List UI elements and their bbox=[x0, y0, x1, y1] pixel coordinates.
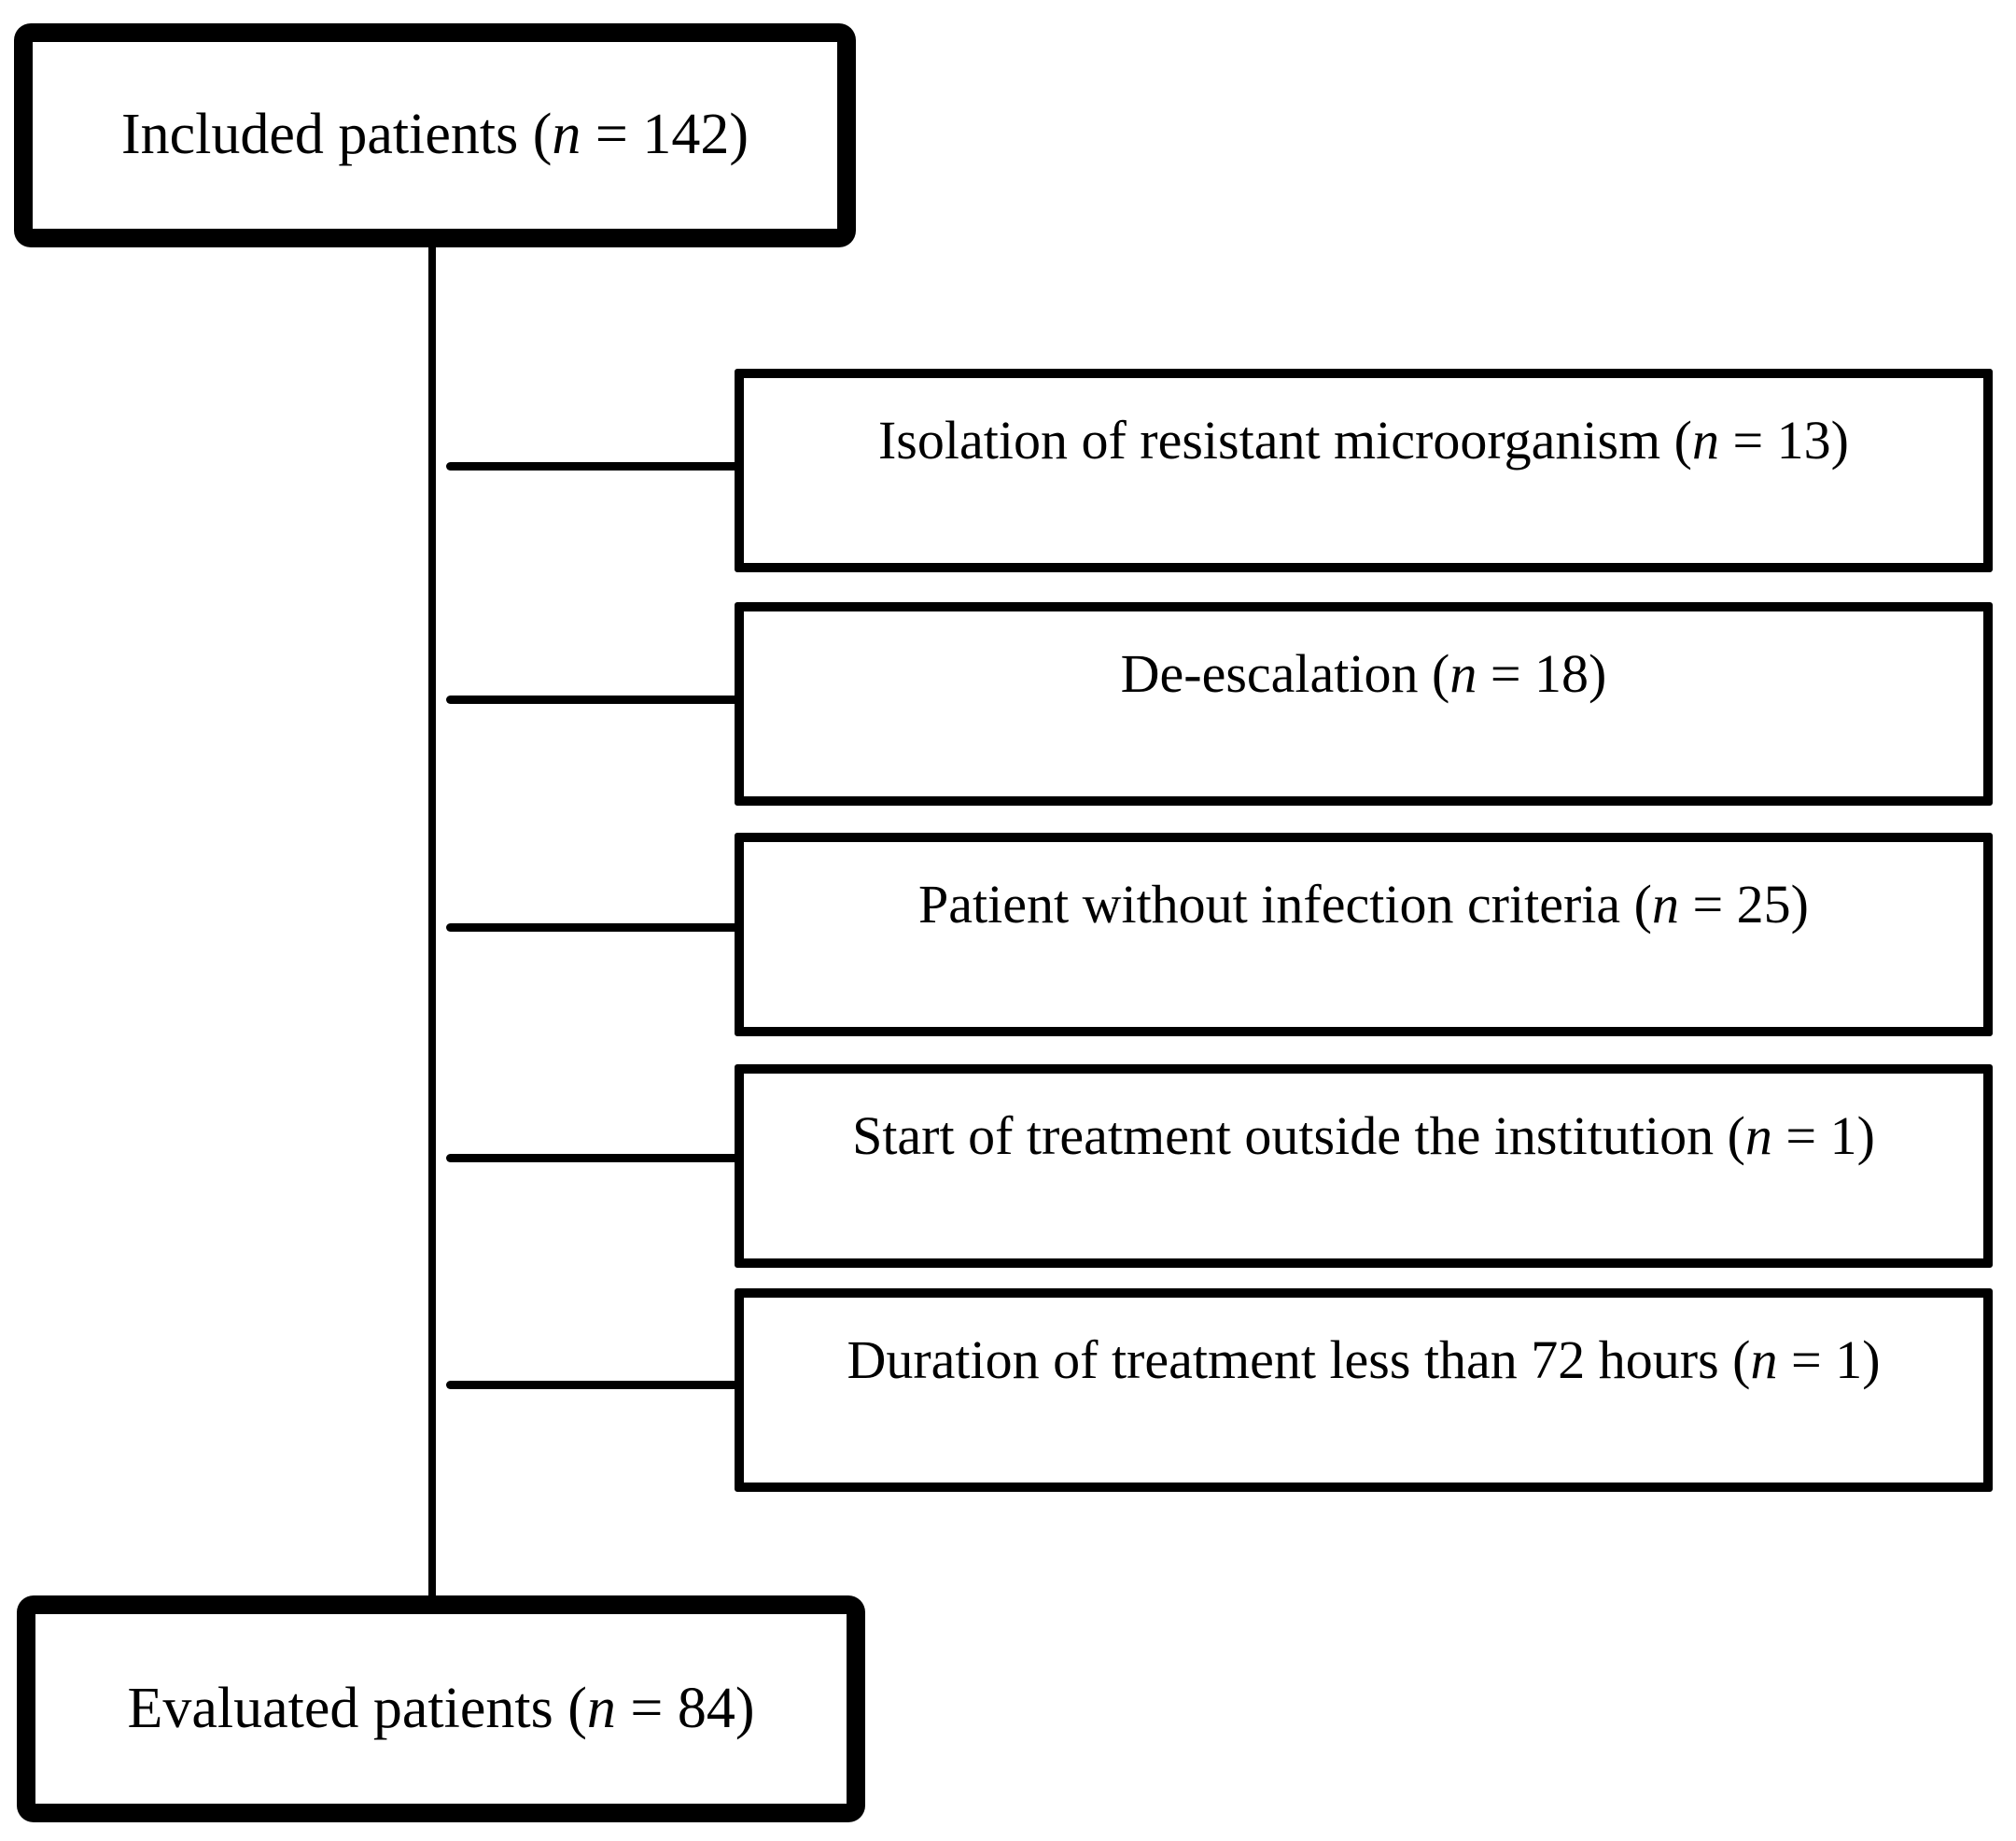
exclusion-box-no-infection-criteria: Patient without infection criteria (n = … bbox=[735, 833, 1993, 1036]
exclusion-n-italic: n bbox=[1651, 874, 1679, 935]
exclusion-box-treatment-under-72-hours: Duration of treatment less than 72 hours… bbox=[735, 1288, 1993, 1492]
exclusion-post-text: = 18) bbox=[1477, 643, 1607, 704]
exclusion-pre-text: Patient without infection criteria ( bbox=[917, 874, 1652, 935]
exclusion-box-treatment-outside-institution: Start of treatment outside the instituti… bbox=[735, 1064, 1993, 1268]
exclusion-box-de-escalation: De-escalation (n = 18) bbox=[735, 602, 1993, 806]
exclusion-post-text: = 1) bbox=[1777, 1329, 1881, 1390]
connector-line-exclusion-5 bbox=[446, 1381, 742, 1389]
connector-line-exclusion-2 bbox=[446, 696, 742, 704]
exclusion-n-italic: n bbox=[1750, 1329, 1778, 1390]
evaluated-patients-box: Evaluated patients (n = 84) bbox=[17, 1595, 865, 1822]
exclusion-n-italic: n bbox=[1691, 410, 1719, 471]
evaluated-pre-text: Evaluated patients ( bbox=[127, 1676, 587, 1740]
included-patients-label: Included patients (n = 142) bbox=[121, 102, 749, 168]
included-pre-text: Included patients ( bbox=[120, 103, 553, 167]
connector-line-exclusion-4 bbox=[446, 1154, 742, 1162]
exclusion-post-text: = 1) bbox=[1771, 1105, 1875, 1166]
connector-line-exclusion-1 bbox=[446, 462, 742, 471]
evaluated-n-italic: n bbox=[586, 1676, 616, 1740]
exclusion-label: Start of treatment outside the instituti… bbox=[852, 1105, 1875, 1168]
exclusion-post-text: = 13) bbox=[1718, 410, 1849, 471]
exclusion-n-italic: n bbox=[1744, 1105, 1772, 1166]
exclusion-label: Duration of treatment less than 72 hours… bbox=[847, 1329, 1880, 1392]
included-n-italic: n bbox=[552, 103, 581, 167]
exclusion-n-italic: n bbox=[1449, 643, 1477, 704]
exclusion-pre-text: Start of treatment outside the instituti… bbox=[852, 1105, 1745, 1166]
included-post-text: = 142) bbox=[581, 103, 749, 167]
exclusion-pre-text: Isolation of resistant microorganism ( bbox=[877, 410, 1692, 471]
evaluated-post-text: = 84) bbox=[615, 1676, 755, 1740]
included-patients-box: Included patients (n = 142) bbox=[14, 23, 856, 247]
main-vertical-connector-line bbox=[428, 246, 436, 1597]
exclusion-label: Isolation of resistant microorganism (n … bbox=[878, 410, 1849, 472]
exclusion-post-text: = 25) bbox=[1678, 874, 1809, 935]
connector-line-exclusion-3 bbox=[446, 923, 742, 932]
evaluated-patients-label: Evaluated patients (n = 84) bbox=[128, 1676, 755, 1742]
exclusion-box-resistant-microorganism: Isolation of resistant microorganism (n … bbox=[735, 369, 1993, 572]
exclusion-label: De-escalation (n = 18) bbox=[1121, 643, 1607, 706]
exclusion-pre-text: Duration of treatment less than 72 hours… bbox=[847, 1329, 1751, 1390]
exclusion-pre-text: De-escalation ( bbox=[1120, 643, 1450, 704]
exclusion-label: Patient without infection criteria (n = … bbox=[918, 874, 1809, 936]
